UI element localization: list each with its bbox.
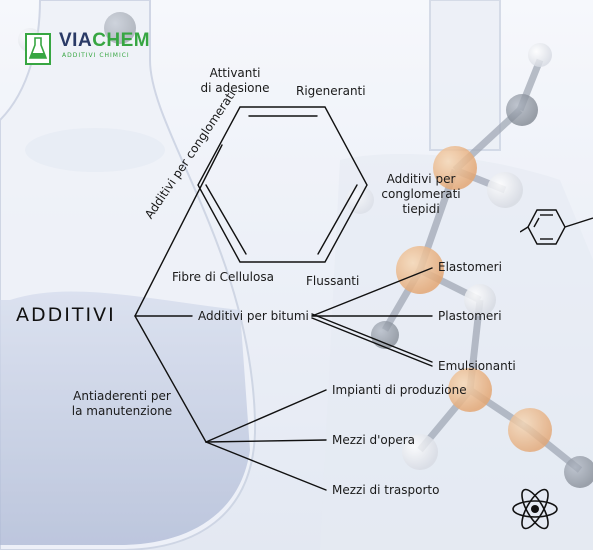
leaf-impianti: Impianti di produzione [332, 383, 467, 397]
edge-root-maintenance [134, 315, 207, 443]
hub-bitumi: Additivi per bitumi [198, 309, 309, 323]
hex-label-rigeneranti: Rigeneranti [296, 84, 366, 98]
atom-icon [512, 488, 558, 530]
logo-tagline: ADDITIVI CHIMICI [62, 52, 130, 59]
root-node: ADDITIVI [16, 304, 116, 326]
leaf-elastomeri: Elastomeri [438, 260, 502, 274]
flask-icon [25, 33, 51, 65]
leaf-plastomeri: Plastomeri [438, 309, 502, 323]
hexagon-ring [197, 106, 368, 263]
leaf-emulsionanti: Emulsionanti [438, 359, 516, 373]
hex-label-attivanti: Attivanti di adesione [200, 66, 270, 95]
leaf-mezzi-opera: Mezzi d'opera [332, 433, 416, 447]
branch-conglomerati: Additivi per conglomerati [142, 88, 239, 222]
edge-root-hexagon [134, 144, 223, 317]
hex-label-flussanti: Flussanti [306, 274, 360, 288]
leaf-mezzi-trasporto: Mezzi di trasporto [332, 483, 440, 497]
hub-manutenzione: Antiaderenti per la manutenzione [71, 389, 173, 418]
benzene-ring-icon [520, 209, 593, 245]
hex-label-tiepidi: Additivi per conglomerati tiepidi [381, 172, 461, 216]
logo-brand: VIACHEM [59, 30, 151, 51]
hex-label-fibre: Fibre di Cellulosa [172, 270, 274, 284]
viachem-logo: VIACHEM ADDITIVI CHIMICI [22, 26, 152, 66]
